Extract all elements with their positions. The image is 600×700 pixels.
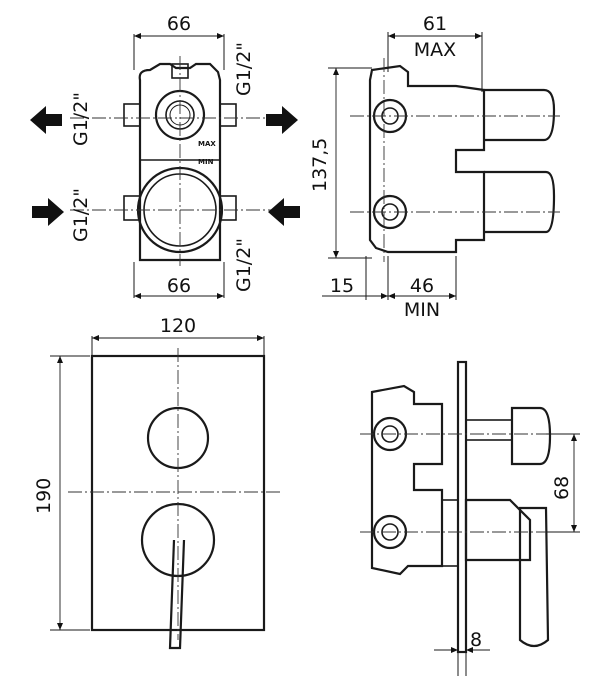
- upper-right-port: [219, 103, 237, 127]
- thread-lower-right: G1/2": [233, 238, 255, 292]
- thread-lower-left: G1/2": [70, 188, 92, 242]
- valve-body-side-view: 61 MAX 137,5 15 46 MIN: [309, 13, 560, 321]
- dim-offset: 68: [551, 476, 573, 500]
- upper-spindle: [484, 88, 556, 142]
- dim-depth-min-label: MIN: [404, 299, 440, 321]
- lower-spindle: [484, 170, 556, 234]
- mixer-rosette-side: [464, 498, 532, 562]
- dim-height: 137,5: [309, 138, 331, 192]
- diverter-stem: [465, 419, 513, 441]
- dim-plate-width: 120: [160, 315, 196, 337]
- upper-left-port: [123, 103, 141, 127]
- lower-left-port: [123, 195, 141, 221]
- mixer-lever: [168, 539, 186, 650]
- valve-body-front-view: 66 MAX MIN G1/2" G1/2" G1/2" G1/2": [30, 13, 300, 299]
- dim-depth-max: 61: [423, 13, 447, 35]
- arrow-left-icon: [268, 198, 300, 226]
- dim-depth-min: 46: [410, 275, 434, 297]
- dim-offset-15: 15: [330, 275, 354, 297]
- dim-plate-height: 190: [33, 478, 55, 514]
- side-body-outline: [368, 64, 486, 254]
- thread-upper-right: G1/2": [233, 42, 255, 96]
- label-min: MIN: [198, 158, 214, 166]
- assembled-cover-plate: [456, 360, 468, 654]
- diverter-knob-side: [510, 406, 552, 466]
- arrow-right-icon: [32, 198, 64, 226]
- lower-right-port: [219, 195, 237, 221]
- assembled-body: [370, 384, 444, 576]
- mixer-lever-side: [518, 506, 550, 648]
- dim-depth-max-label: MAX: [414, 39, 456, 61]
- wall-plate-front-view: 120 190: [33, 315, 280, 650]
- valve-body-outline: [138, 62, 222, 262]
- assembled-side-view: 68 8: [360, 360, 580, 676]
- threaded-sleeve: [441, 499, 459, 567]
- thread-upper-left: G1/2": [70, 92, 92, 146]
- label-max: MAX: [198, 140, 216, 148]
- dim-plate-thickness: 8: [470, 629, 482, 651]
- arrow-right-icon: [266, 106, 298, 134]
- dim-width-top: 66: [167, 13, 191, 35]
- arrow-left-icon: [30, 106, 62, 134]
- dim-width-bottom: 66: [167, 275, 191, 297]
